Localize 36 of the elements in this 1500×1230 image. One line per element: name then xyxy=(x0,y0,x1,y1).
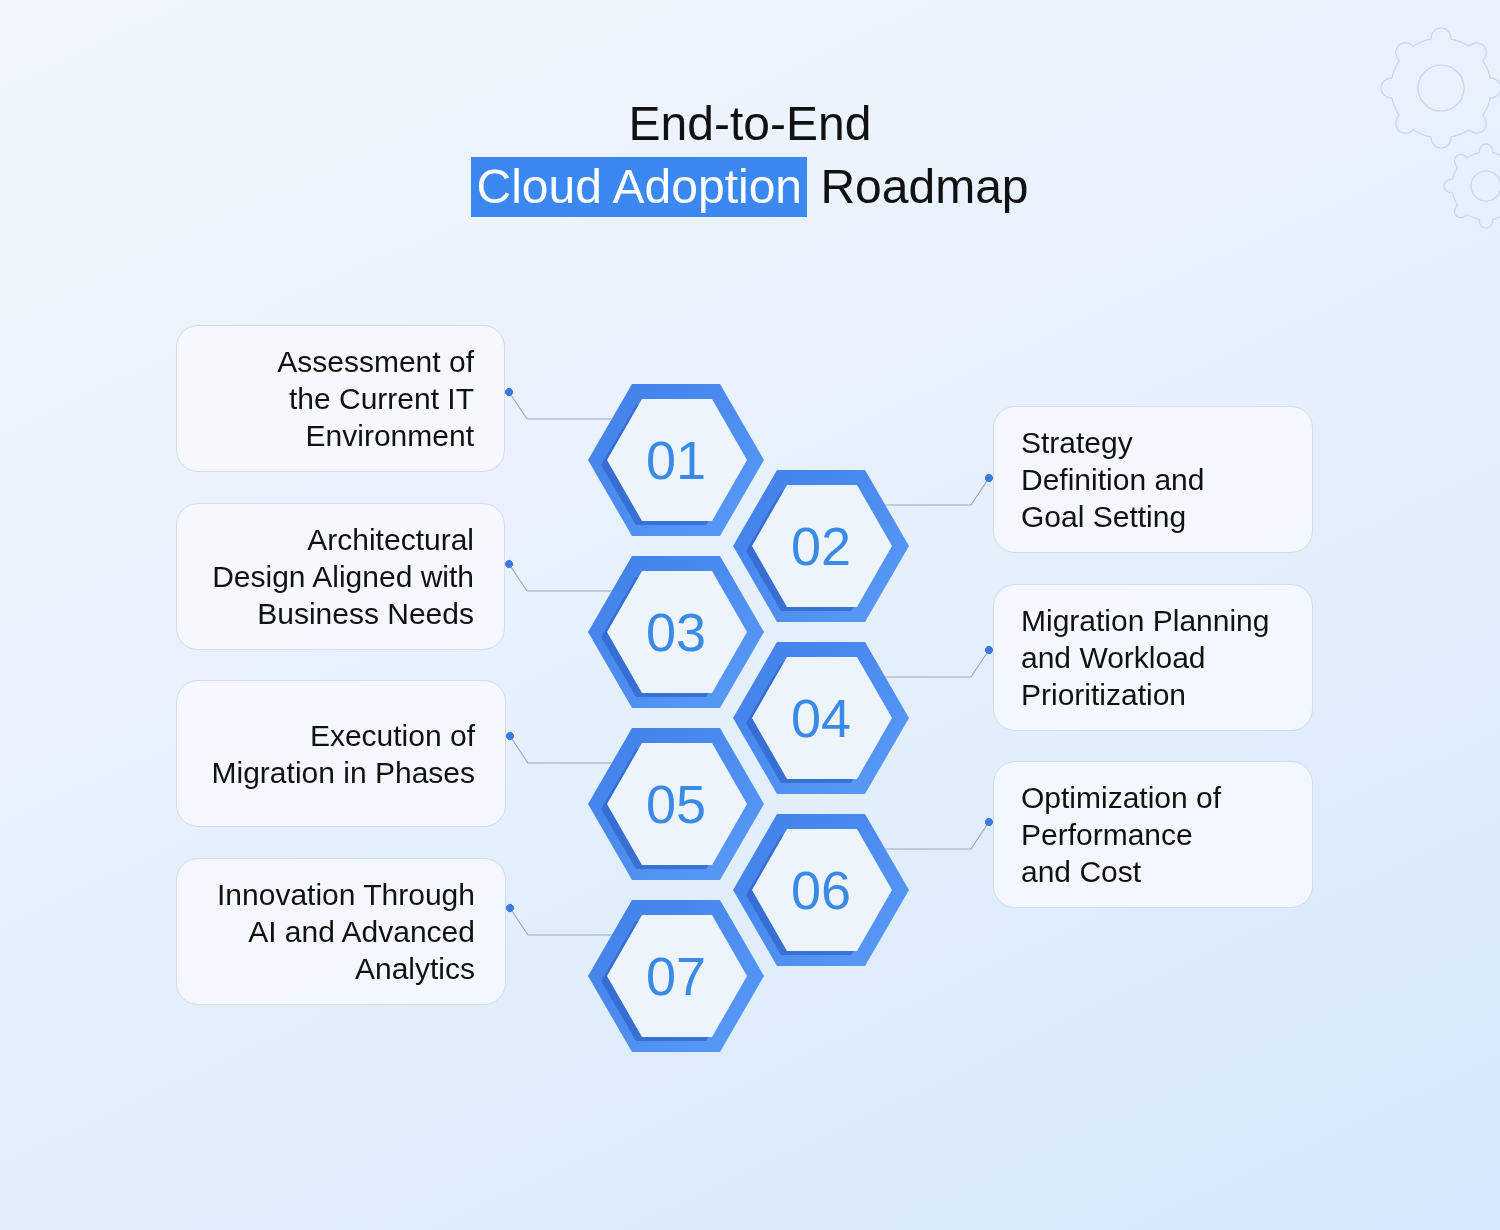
step-number: 04 xyxy=(790,688,852,748)
step-number: 02 xyxy=(790,516,852,576)
step-text: Innovation Through AI and Advanced Analytics xyxy=(216,877,475,987)
step-card xyxy=(176,680,506,827)
step-card xyxy=(176,858,506,1005)
step-text: Assessment of the Current IT Environment xyxy=(276,344,474,454)
hexagon-badge xyxy=(732,641,910,795)
step-number: 01 xyxy=(645,430,707,490)
step-card xyxy=(176,325,505,472)
step-text: Execution of Migration in Phases xyxy=(210,717,475,791)
hexagon-badge xyxy=(732,813,910,967)
step-card xyxy=(176,503,505,650)
step-number: 07 xyxy=(645,946,707,1006)
hexagon-badge xyxy=(587,727,765,881)
hexagon-badge xyxy=(587,383,765,537)
title: End-to-End Cloud Adoption Roadmap xyxy=(465,92,1035,218)
step-number: 05 xyxy=(645,774,707,834)
step-card xyxy=(993,761,1313,908)
leader-line xyxy=(884,818,993,850)
hexagon-badge xyxy=(587,899,765,1053)
leader-line xyxy=(884,646,993,678)
leader-line xyxy=(506,732,613,764)
step-card xyxy=(993,584,1313,731)
step-text: Migration Planning and Workload Prioritization xyxy=(1021,603,1271,713)
hexagon-badge xyxy=(732,469,910,623)
step-card xyxy=(993,406,1313,553)
leader-line xyxy=(505,388,613,420)
step-text: Optimization of Performance and Cost xyxy=(1021,780,1223,890)
leader-line xyxy=(506,904,613,936)
step-number: 03 xyxy=(645,602,707,662)
leader-line xyxy=(505,560,613,592)
hexagon-badge xyxy=(587,555,765,709)
step-text: Architectural Design Aligned with Business Needs xyxy=(211,522,474,632)
step-text: Strategy Definition and Goal Setting xyxy=(1021,425,1206,535)
leader-line xyxy=(884,474,993,506)
step-number: 06 xyxy=(790,860,852,920)
